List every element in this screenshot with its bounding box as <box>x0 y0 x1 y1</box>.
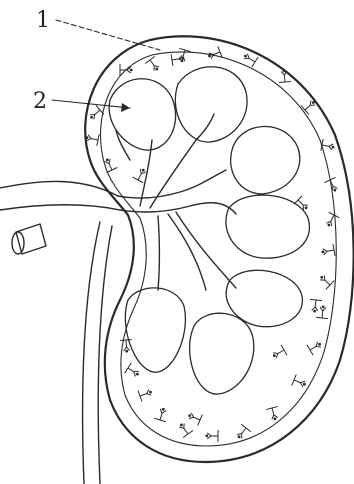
glomerulus-dot <box>162 408 165 411</box>
leader-arrowhead-2 <box>121 103 130 112</box>
leader-line-1 <box>56 20 160 50</box>
glomerulus-dot <box>130 69 133 72</box>
glomerulus-dot <box>86 136 89 139</box>
glomerulus-dot <box>136 373 139 376</box>
arteriole-twig <box>87 135 99 146</box>
glomerulus-dot <box>283 69 286 72</box>
glomerulus-dot <box>322 251 325 254</box>
arteriole-twig <box>267 407 278 419</box>
glomerulus-dot <box>188 414 191 417</box>
glomerulus-dot <box>313 310 316 313</box>
glomerulus-dot <box>320 276 323 279</box>
glomerulus-dot <box>334 189 337 192</box>
arteriole-twig <box>316 307 327 318</box>
arteriole-twig <box>138 390 151 401</box>
renal-vein-stub <box>12 224 46 254</box>
arteriole-twig <box>189 413 202 425</box>
glomerulus-dot <box>303 383 306 386</box>
glomerulus-dot <box>180 424 183 427</box>
glomerulus-dot <box>273 354 276 357</box>
glomerulus-dot <box>182 57 185 60</box>
glomerulus-dot <box>149 391 152 394</box>
arteriole-twig <box>310 299 321 310</box>
glomerulus-dot <box>322 305 325 308</box>
arteriole-twig <box>171 54 183 65</box>
glomerulus-dot <box>328 224 331 227</box>
glomerulus-dot <box>332 146 335 149</box>
glomerulus-dot <box>106 158 109 161</box>
leader-line-2 <box>52 100 130 108</box>
glomerulus-dot <box>90 116 93 119</box>
arteriole-twig <box>179 48 190 60</box>
renal-pyramid <box>190 313 254 394</box>
arteriole-twig <box>292 375 305 387</box>
label-1: 1 <box>36 8 50 33</box>
glomerulus-dot <box>142 169 145 172</box>
ureter <box>83 222 112 484</box>
kidney-capsule <box>85 36 353 462</box>
glomerulus-dot <box>125 350 128 353</box>
glomerulus-dot <box>208 55 211 58</box>
label-2: 2 <box>33 89 47 114</box>
renal-pyramid <box>125 288 185 372</box>
glomerulus-dot <box>244 55 247 58</box>
renal-pyramid <box>175 67 247 142</box>
glomerulus-dot <box>155 68 158 71</box>
glomerulus-dot <box>273 417 276 420</box>
arteriole-twig <box>207 430 218 441</box>
renal-pyramid <box>231 126 300 194</box>
glomerulus-dot <box>238 435 241 438</box>
renal-pyramid <box>226 195 310 258</box>
arteriole-twig <box>155 409 166 421</box>
arteriole-twig <box>323 244 335 255</box>
cortex-inner-boundary <box>101 52 337 446</box>
glomerulus-dot <box>312 101 315 104</box>
glomerulus-dot <box>305 206 308 209</box>
label-2-group: 2 <box>33 89 130 114</box>
glomerulus-dot <box>205 434 208 437</box>
glomerulus-dot <box>318 343 321 346</box>
renal-pyramids <box>109 67 309 394</box>
